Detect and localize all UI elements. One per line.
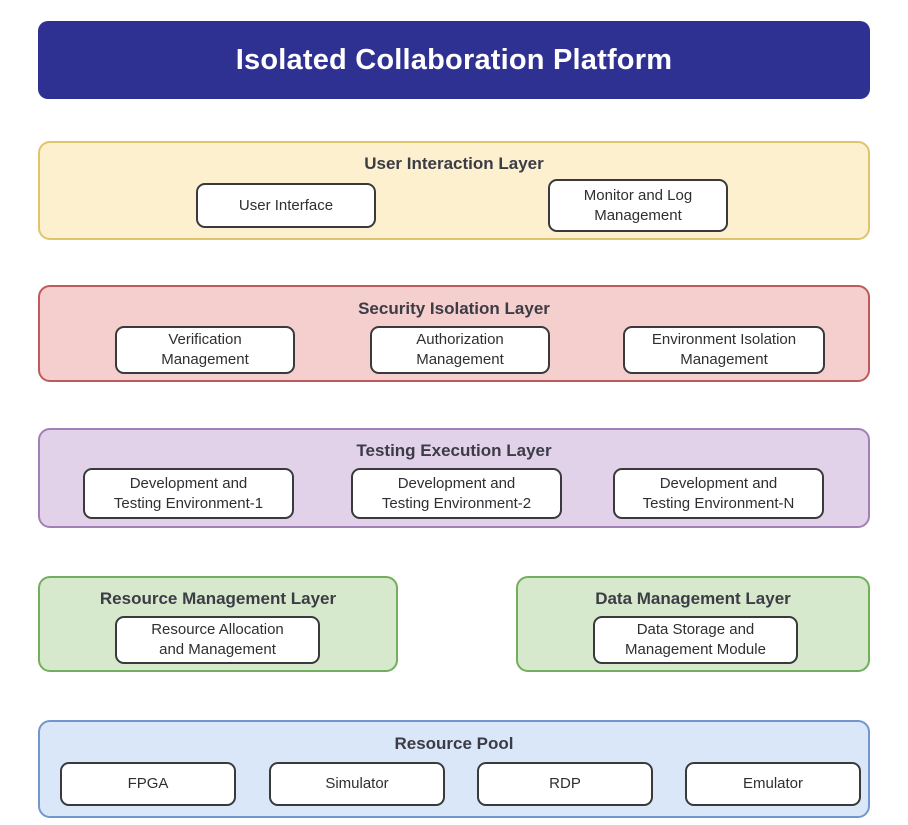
layer-security-isolation: Security Isolation Layer Verification Ma… [38, 285, 870, 382]
node-development-and-testing-environment-n[interactable]: Development and Testing Environment-N [613, 468, 824, 519]
node-data-storage-and-management-module[interactable]: Data Storage and Management Module [593, 616, 798, 664]
layer-user-interaction: User Interaction Layer User Interface Mo… [38, 141, 870, 240]
node-label: Monitor and Log Management [583, 186, 693, 224]
node-development-and-testing-environment-2[interactable]: Development and Testing Environment-2 [351, 468, 562, 519]
node-label: Data Storage and Management Module [625, 621, 766, 658]
node-label: Development and Testing Environment-N [642, 474, 795, 512]
node-label: Verification Management [161, 331, 249, 368]
layer-title-resource-management: Resource Management Layer [99, 589, 337, 608]
node-label: Simulator [325, 775, 389, 793]
node-environment-isolation-management[interactable]: Environment Isolation Management [623, 326, 825, 374]
node-label: Resource Allocation and Management [151, 621, 284, 658]
layer-title-security-isolation: Security Isolation Layer [358, 299, 550, 318]
node-simulator[interactable]: Simulator [269, 762, 445, 806]
platform-title-banner: Isolated Collaboration Platform [38, 21, 870, 99]
node-label: Development and Testing Environment-2 [381, 474, 532, 512]
node-rdp[interactable]: RDP [477, 762, 653, 806]
node-authorization-management[interactable]: Authorization Management [370, 326, 550, 374]
layer-title-testing-execution: Testing Execution Layer [356, 441, 552, 460]
node-monitor-and-log-management[interactable]: Monitor and Log Management [548, 179, 728, 232]
node-label: Development and Testing Environment-1 [113, 474, 264, 512]
layer-title-resource-pool: Resource Pool [394, 734, 514, 753]
node-label: Authorization Management [416, 331, 504, 368]
node-label: RDP [549, 775, 581, 793]
layer-testing-execution: Testing Execution Layer Development and … [38, 428, 870, 528]
layer-resource-management: Resource Management Layer Resource Alloc… [38, 576, 398, 672]
node-label: Emulator [742, 775, 804, 793]
layer-data-management: Data Management Layer Data Storage and M… [516, 576, 870, 672]
node-fpga[interactable]: FPGA [60, 762, 236, 806]
node-label: FPGA [127, 775, 169, 793]
node-resource-allocation-and-management[interactable]: Resource Allocation and Management [115, 616, 320, 664]
node-label: Environment Isolation Management [651, 331, 797, 368]
page-title: Isolated Collaboration Platform [235, 43, 673, 76]
layer-resource-pool: Resource Pool FPGA Simulator RDP Emulato… [38, 720, 870, 818]
node-development-and-testing-environment-1[interactable]: Development and Testing Environment-1 [83, 468, 294, 519]
node-user-interface[interactable]: User Interface [196, 183, 376, 228]
node-verification-management[interactable]: Verification Management [115, 326, 295, 374]
node-label: User Interface [238, 196, 334, 214]
node-emulator[interactable]: Emulator [685, 762, 861, 806]
layer-title-user-interaction: User Interaction Layer [364, 154, 544, 173]
layer-title-data-management: Data Management Layer [595, 589, 791, 608]
